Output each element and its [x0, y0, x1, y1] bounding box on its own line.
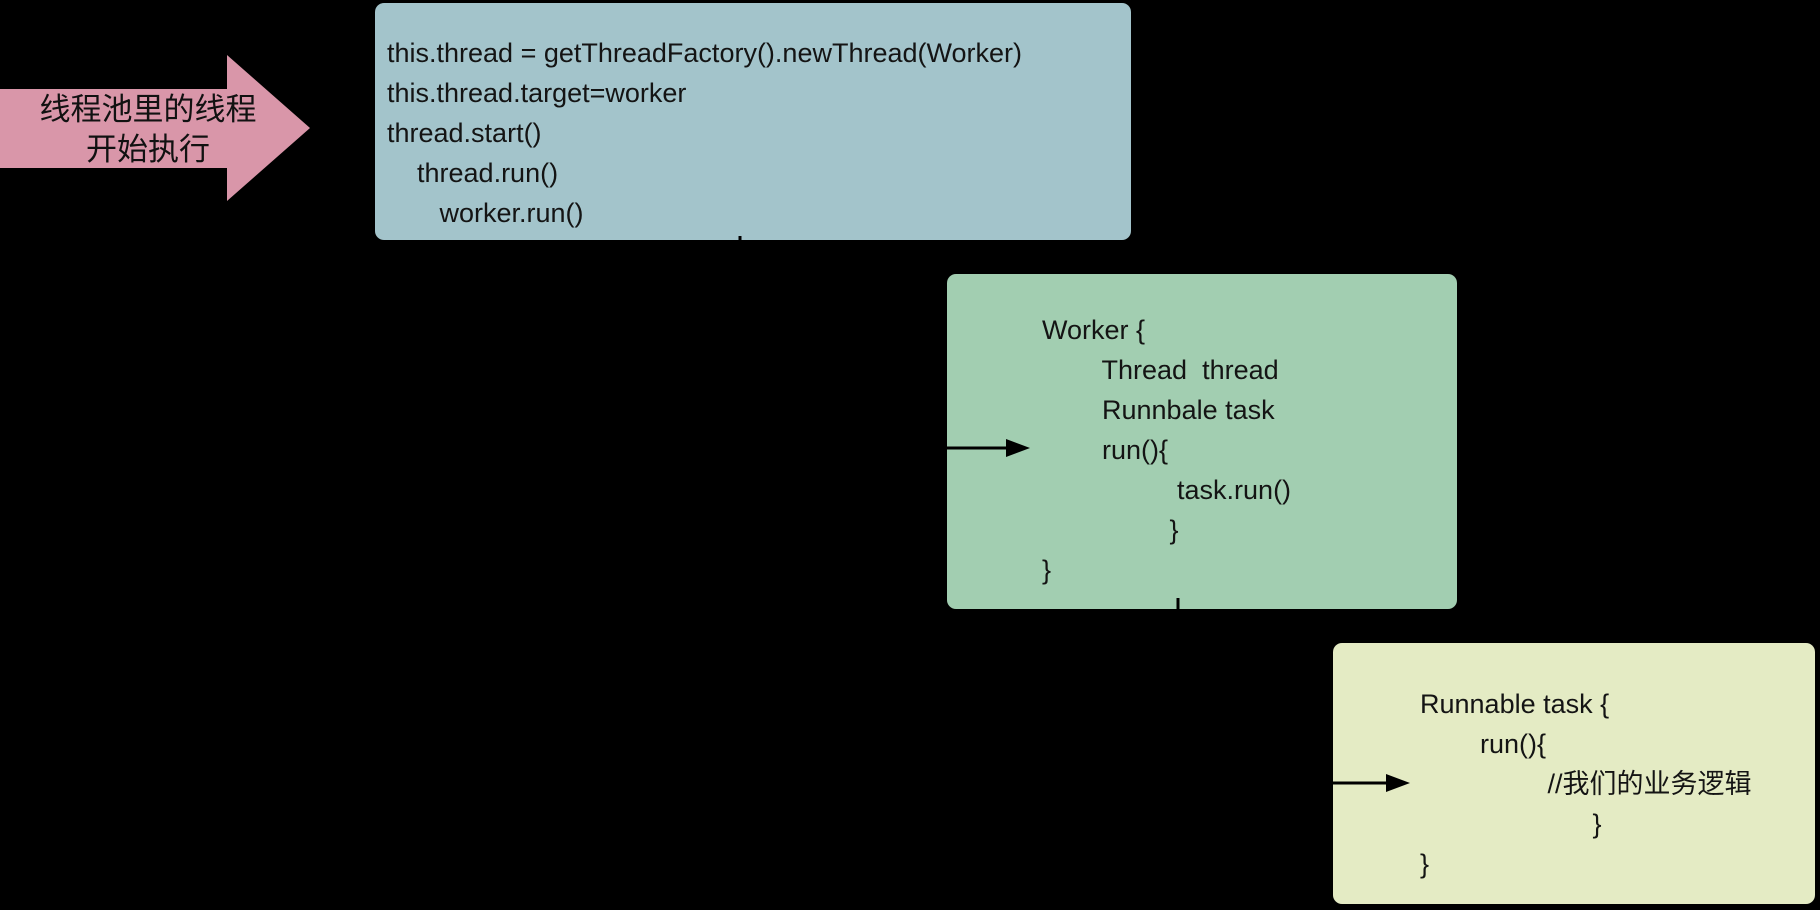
worker-class-text: Worker { Thread thread Runnbale task run… [1042, 315, 1292, 585]
pink-arrow-label: 线程池里的线程 开始执行 [0, 90, 296, 170]
pink-arrow-label-line2: 开始执行 [86, 132, 210, 167]
runnable-task-box: Runnable task { run(){ //我们的业务逻辑 } } [1333, 643, 1815, 904]
thread-code-box: this.thread = getThreadFactory().newThre… [375, 3, 1131, 240]
pink-arrow-label-line1: 线程池里的线程 [39, 92, 257, 127]
thread-code-text: this.thread = getThreadFactory().newThre… [387, 38, 1023, 228]
worker-class-box: Worker { Thread thread Runnbale task run… [947, 274, 1457, 609]
runnable-task-text: Runnable task { run(){ //我们的业务逻辑 } } [1420, 689, 1752, 879]
